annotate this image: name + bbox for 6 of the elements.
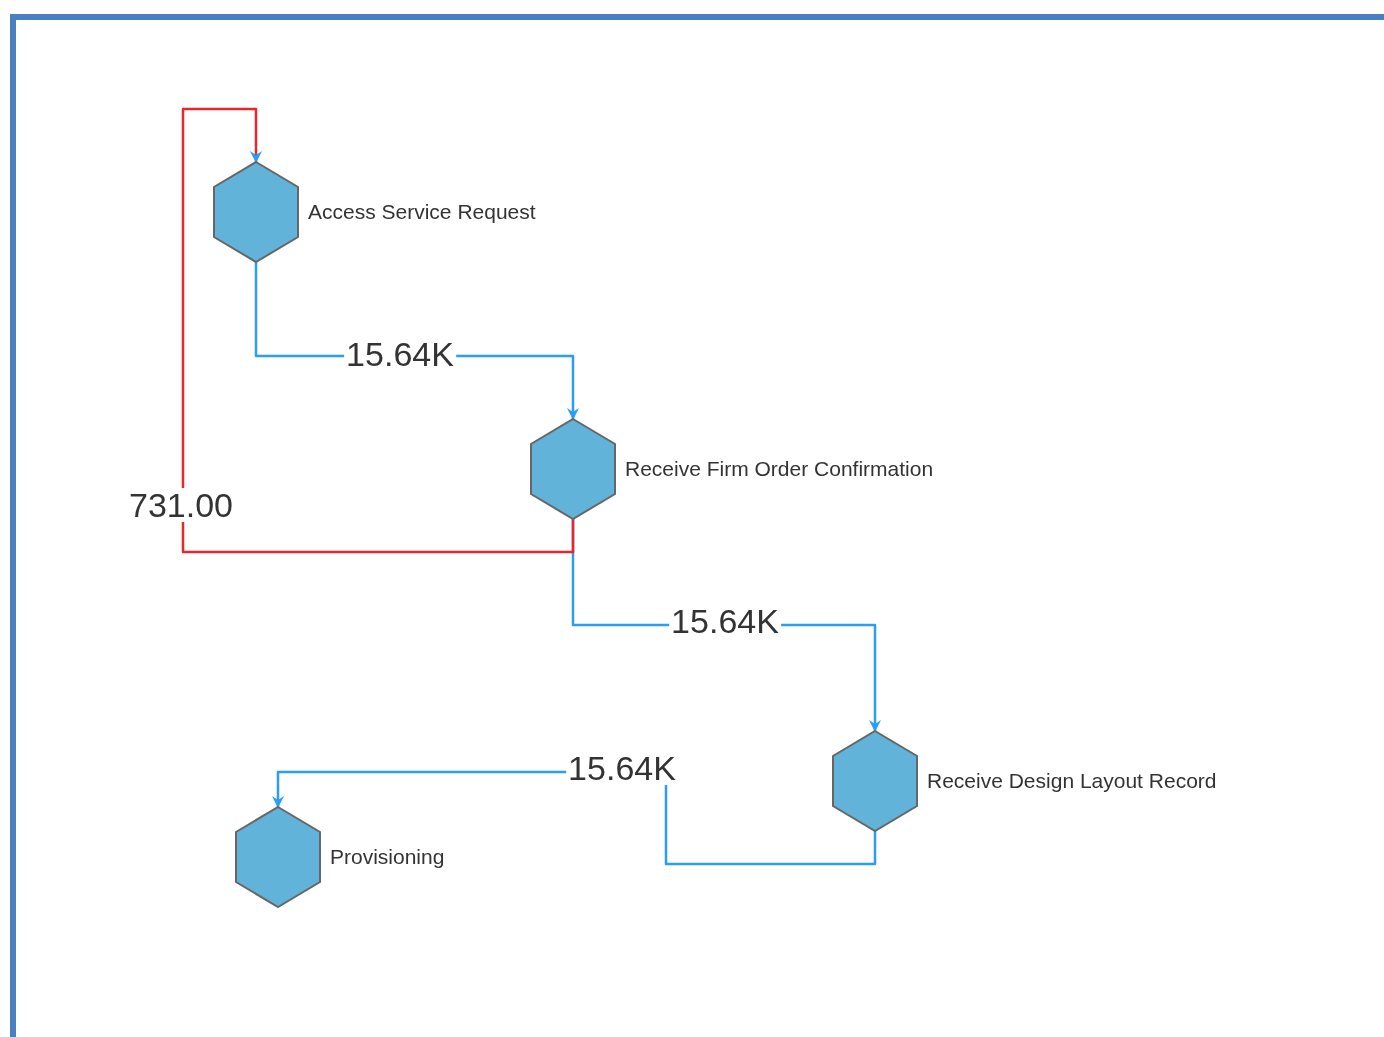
edge-label: 731.00	[127, 488, 235, 522]
node-label: Access Service Request	[308, 200, 536, 224]
node-label: Receive Design Layout Record	[927, 769, 1217, 793]
node-label: Provisioning	[330, 845, 445, 869]
node-label: Receive Firm Order Confirmation	[625, 457, 934, 481]
arrow	[181, 107, 575, 554]
